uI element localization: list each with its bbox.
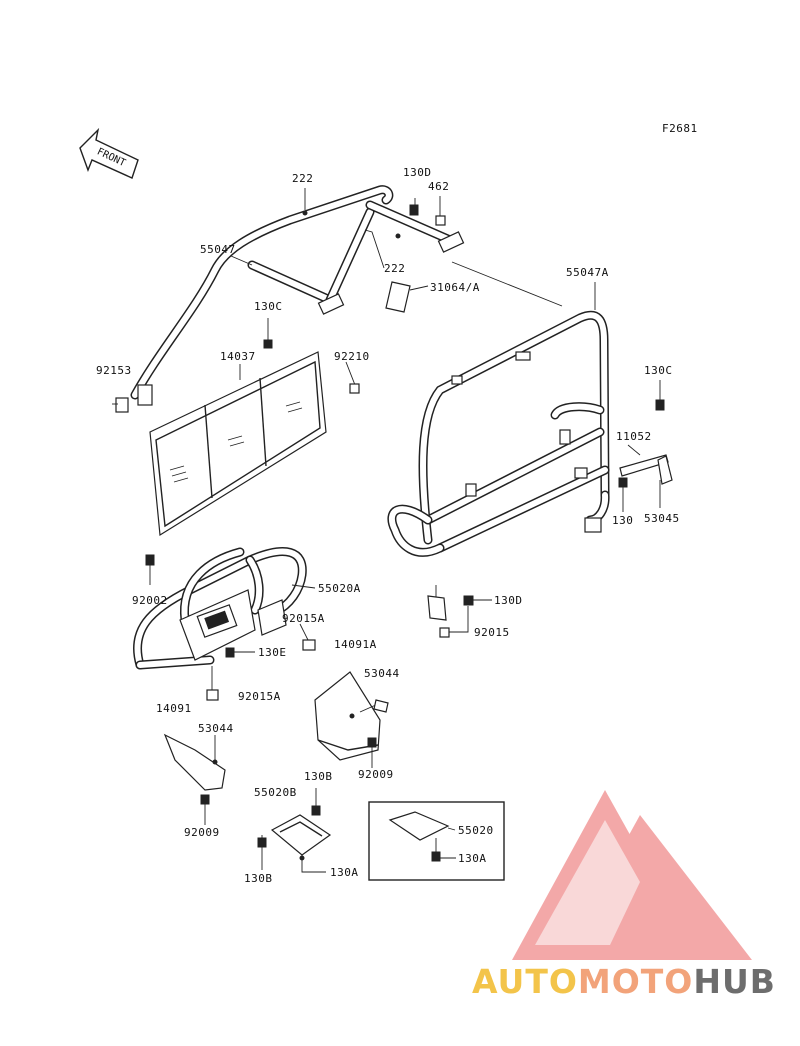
label-92009-left: 92009 bbox=[184, 826, 220, 839]
label-222-top: 222 bbox=[292, 172, 314, 185]
label-130a-inset: 130A bbox=[458, 852, 487, 865]
label-14091a: 14091A bbox=[334, 638, 377, 651]
label-53044-right: 53044 bbox=[364, 667, 400, 680]
label-55020b: 55020B bbox=[254, 786, 297, 799]
label-92009-right: 92009 bbox=[358, 768, 394, 781]
watermark-hub: HUB bbox=[693, 962, 776, 1001]
label-92015a-bottom: 92015A bbox=[238, 690, 281, 703]
label-53044-left: 53044 bbox=[198, 722, 234, 735]
watermark-moto: MOTO bbox=[577, 962, 694, 1001]
label-130d-mid: 130D bbox=[494, 594, 523, 607]
net-panel-14037 bbox=[149, 351, 327, 537]
label-14091: 14091 bbox=[156, 702, 192, 715]
label-31064a: 31064/A bbox=[430, 281, 480, 294]
figure-code: F2681 bbox=[662, 122, 698, 135]
front-label: FRONT bbox=[95, 146, 127, 169]
label-130b-top: 130B bbox=[304, 770, 333, 783]
label-130e: 130E bbox=[258, 646, 287, 659]
label-130c-right: 130C bbox=[644, 364, 673, 377]
label-92153: 92153 bbox=[96, 364, 132, 377]
label-92002: 92002 bbox=[132, 594, 168, 607]
label-130a: 130A bbox=[330, 866, 359, 879]
label-130d-top: 130D bbox=[403, 166, 432, 179]
label-55047a: 55047A bbox=[566, 266, 609, 279]
cage-55047a bbox=[387, 310, 610, 557]
label-222-mid: 222 bbox=[384, 262, 406, 275]
label-14037: 14037 bbox=[220, 350, 256, 363]
label-130: 130 bbox=[612, 514, 634, 527]
label-55020a: 55020A bbox=[318, 582, 361, 595]
label-130b-bottom: 130B bbox=[244, 872, 273, 885]
label-92015a-top: 92015A bbox=[282, 612, 325, 625]
label-11052: 11052 bbox=[616, 430, 652, 443]
label-92210: 92210 bbox=[334, 350, 370, 363]
watermark-triangle bbox=[512, 790, 752, 960]
front-arrow-icon: FRONT bbox=[79, 127, 139, 179]
guard-plate-14091 bbox=[163, 733, 226, 791]
watermark-logo-text: AUTOMOTOHUB bbox=[472, 962, 776, 1001]
watermark-auto: AUTO bbox=[472, 962, 578, 1001]
label-92015: 92015 bbox=[474, 626, 510, 639]
label-130c-left: 130C bbox=[254, 300, 283, 313]
label-55047: 55047 bbox=[200, 243, 236, 256]
label-55020-inset: 55020 bbox=[458, 824, 494, 837]
inset-h1 bbox=[368, 801, 505, 881]
label-462: 462 bbox=[428, 180, 450, 193]
bumper-55020a bbox=[132, 547, 307, 670]
label-53045: 53045 bbox=[644, 512, 680, 525]
roll-bar-55047 bbox=[115, 185, 465, 413]
skid-plate-55020b bbox=[270, 814, 332, 856]
